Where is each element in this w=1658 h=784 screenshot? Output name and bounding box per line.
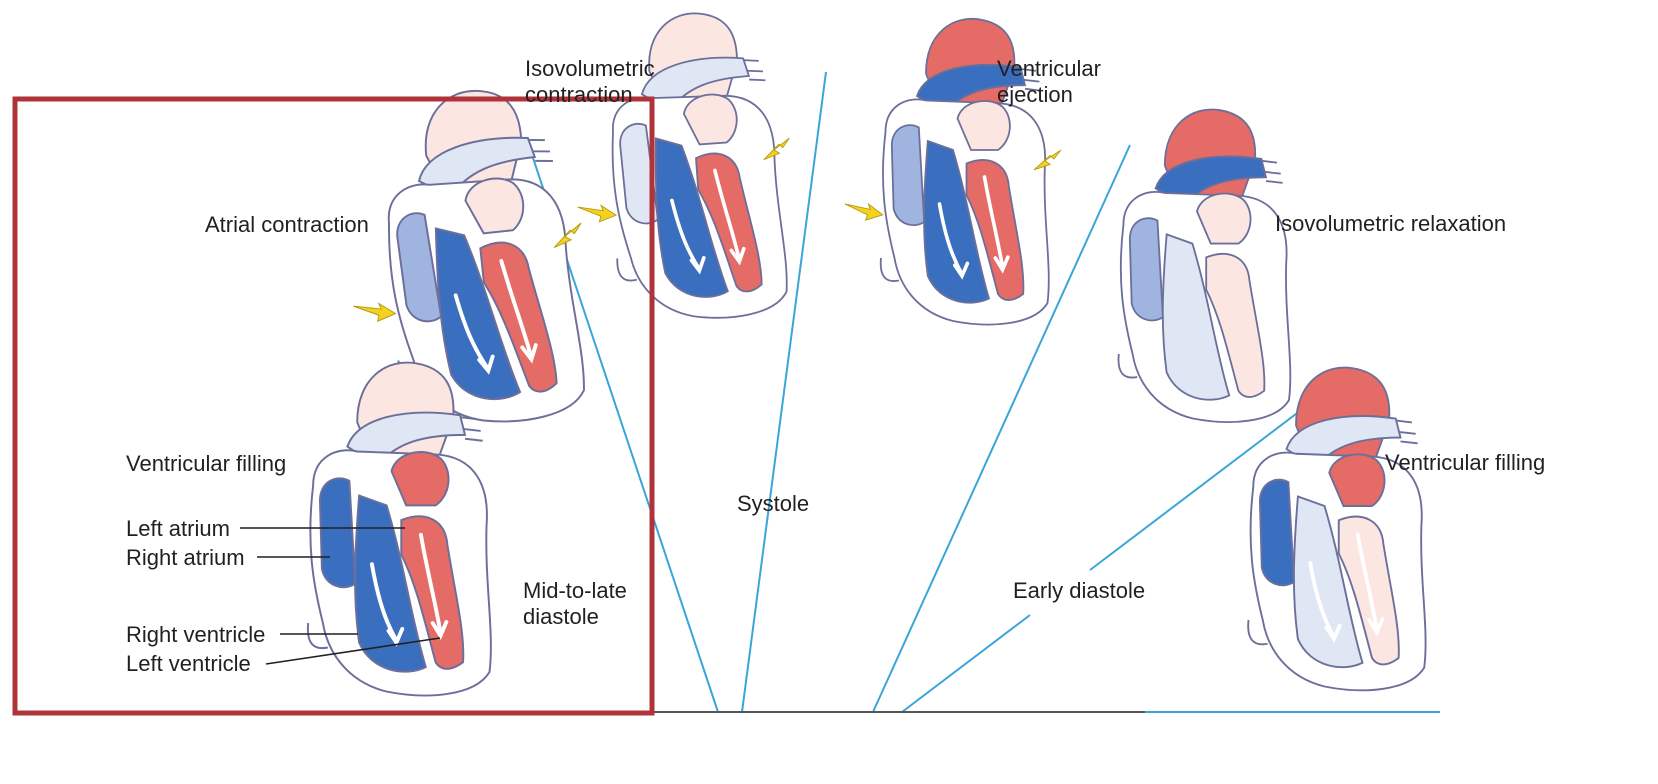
contraction-arrow <box>553 222 582 249</box>
leader-left-ventricle <box>265 637 441 665</box>
label-isovolumetric-contraction: Isovolumetric contraction <box>525 56 655 107</box>
heart-vessel-details <box>1117 159 1283 379</box>
heart-vessel-details <box>306 416 483 650</box>
heart-right-ventricle <box>354 494 427 673</box>
heart-isovolumetric-contraction <box>577 12 790 319</box>
blood-flow-arrow <box>418 532 449 640</box>
label-isovolumetric-relaxation: Isovolumetric relaxation <box>1275 211 1507 236</box>
heart-vessel-details <box>616 59 766 282</box>
heart-left-atrium <box>1328 453 1386 507</box>
label-left-ventricle: Left ventricle <box>126 651 251 676</box>
heart-right-atrium <box>1258 478 1296 587</box>
contraction-arrow <box>1033 149 1062 171</box>
label-right-ventricle: Right ventricle <box>126 622 266 647</box>
heart-vessel-details <box>397 138 553 385</box>
anatomy-leader-lines <box>240 527 441 665</box>
blood-flow-arrow <box>1355 532 1385 637</box>
label-right-atrium: Right atrium <box>126 545 245 570</box>
divider-early-diastole-lower <box>901 614 1031 713</box>
heart-left-atrium <box>464 177 525 235</box>
blood-flow-arrow <box>499 259 538 364</box>
heart-right-ventricle <box>1161 233 1231 401</box>
heart-left-atrium <box>682 93 738 146</box>
label-ventricular-filling-right: Ventricular filling <box>1385 450 1546 475</box>
label-early-diastole: Early diastole <box>1013 578 1146 603</box>
blood-flow-arrow <box>713 168 746 266</box>
heart-right-ventricle <box>1292 495 1364 669</box>
blood-flow-arrow <box>982 175 1010 274</box>
blood-flow-arrow <box>1308 561 1342 643</box>
heart-right-atrium <box>318 477 357 589</box>
hearts-layer <box>306 12 1427 697</box>
heart-left-ventricle <box>1205 253 1266 398</box>
contraction-arrow <box>353 302 397 323</box>
contraction-arrow <box>763 137 790 161</box>
heart-early-ventricular-filling <box>1247 366 1427 692</box>
heart-left-atrium <box>956 100 1011 151</box>
label-mid-to-late-diastole: Mid-to-late diastole <box>523 578 627 629</box>
heart-atrial-contraction <box>353 89 585 423</box>
contraction-arrow <box>844 202 884 221</box>
heart-right-ventricle <box>434 227 522 401</box>
heart-pulmonary-trunk <box>417 136 537 199</box>
contraction-arrow <box>577 204 618 223</box>
label-ventricular-ejection: Ventricular ejection <box>997 56 1101 107</box>
heart-right-atrium <box>890 124 926 226</box>
blood-flow-arrow <box>670 198 706 275</box>
label-left-atrium: Left atrium <box>126 516 230 541</box>
heart-ventricular-ejection <box>844 17 1062 326</box>
heart-vessel-details <box>879 68 1042 282</box>
label-ventricular-filling-left: Ventricular filling <box>126 451 287 476</box>
label-systole: Systole <box>737 491 810 516</box>
blood-flow-arrow <box>937 202 970 280</box>
label-atrial-contraction: Atrial contraction <box>205 212 369 237</box>
heart-right-ventricle <box>923 139 991 304</box>
heart-left-atrium <box>390 451 450 507</box>
divider-isovolumetric-contraction-right <box>741 71 827 713</box>
heart-right-ventricle <box>654 137 729 298</box>
mid-to-late-diastole-highlight-box <box>12 96 655 716</box>
heart-vessel-details <box>1247 419 1418 646</box>
blood-flow-arrow <box>369 562 405 647</box>
heart-isovolumetric-relaxation <box>1117 108 1292 423</box>
heart-left-atrium <box>1196 192 1252 245</box>
heart-right-atrium <box>1128 217 1164 322</box>
divider-ejection-right <box>872 144 1131 713</box>
blood-flow-arrow <box>453 293 495 375</box>
